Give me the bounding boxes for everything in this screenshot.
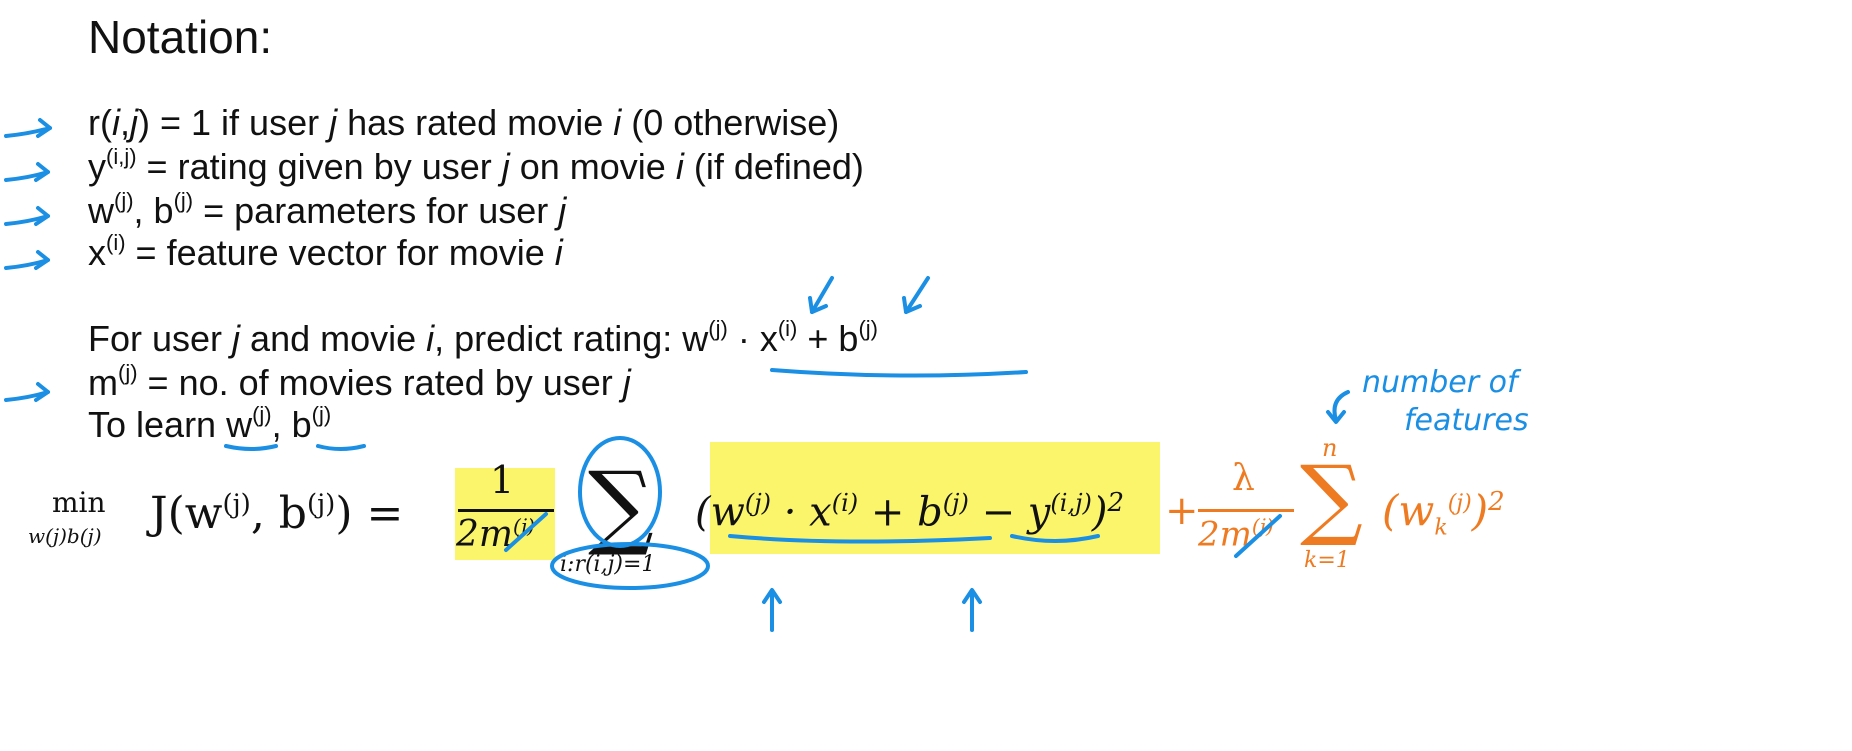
predict-underline	[770, 368, 1028, 378]
up-arrow-1	[762, 588, 782, 632]
note-hook	[1332, 390, 1350, 422]
highlight-error-term	[710, 442, 1160, 554]
highlight-fraction	[455, 468, 555, 560]
arrow-m-line	[4, 382, 50, 402]
learn-line: To learn w(j), b(j)	[88, 402, 332, 445]
fraction1-denominator: 2m(j)	[456, 514, 535, 555]
arrow-w-line	[4, 206, 50, 226]
arrow-x-line	[4, 250, 50, 270]
cost-function-J: J(w(j), b(j)) =	[150, 488, 404, 539]
up-arrow-2	[962, 588, 982, 632]
m-definition: m(j) = no. of movies rated by user j	[88, 360, 631, 403]
learn-w-underline	[224, 444, 278, 451]
arrow-to-w	[808, 276, 834, 314]
summation2-symbol: ∑	[1300, 446, 1363, 549]
fraction1-bar	[458, 509, 554, 512]
arrow-to-x	[902, 276, 930, 314]
strike-m2	[1234, 514, 1282, 558]
plus-sign: +	[1165, 488, 1199, 534]
error-term-underline	[728, 534, 992, 544]
learn-b-underline	[316, 444, 366, 451]
summation-subscript: i:r(i,j)=1	[560, 552, 656, 577]
min-operator: min	[52, 486, 106, 519]
strike-m1	[504, 512, 548, 552]
note-features: features	[1404, 403, 1529, 438]
summation2-upper: n	[1322, 434, 1338, 462]
slide-title: Notation:	[88, 11, 273, 63]
sum-subscript-circle	[550, 542, 710, 590]
y-underline	[1010, 534, 1100, 543]
notation-x: x(i) = feature vector for movie i	[88, 230, 563, 273]
fraction2-numerator: λ	[1232, 458, 1255, 499]
notation-r: r(i,j) = 1 if user j has rated movie i (…	[88, 102, 840, 143]
fraction1-numerator: 1	[490, 458, 515, 502]
min-subscript: w(j)b(j)	[28, 524, 102, 548]
summation-symbol: ∑	[588, 452, 654, 559]
sum-circle	[578, 436, 662, 548]
summation2-subscript: k=1	[1304, 548, 1350, 573]
regularization-term: (wk(j))2	[1382, 486, 1505, 541]
arrow-r-line	[4, 118, 52, 138]
error-term: (w(j) · x(i) + b(j) − y(i,j))2	[695, 488, 1125, 536]
fraction2-bar	[1198, 509, 1294, 512]
arrow-y-line	[4, 162, 50, 182]
predict-line: For user j and movie i, predict rating: …	[88, 316, 878, 359]
notation-y: y(i,j) = rating given by user j on movie…	[88, 144, 864, 187]
note-number-of: number of	[1362, 365, 1522, 400]
notation-w-b: w(j), b(j) = parameters for user j	[88, 188, 567, 231]
